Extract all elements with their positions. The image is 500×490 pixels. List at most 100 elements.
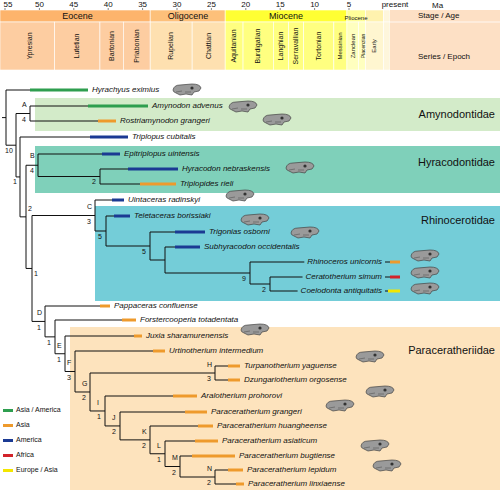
scale-heading: Stage / Age <box>418 11 459 21</box>
taxon-name: Turpanotherium yaguense <box>244 361 337 371</box>
legend-swatch <box>3 439 13 442</box>
scale-key-panel <box>390 10 500 70</box>
taxon-name: Paraceratherium linxiaense <box>248 479 345 489</box>
support-value: 2 <box>82 394 86 402</box>
age-number: 55 <box>4 0 13 10</box>
age-number: 35 <box>138 0 147 10</box>
branch <box>150 426 198 427</box>
taxon-name: Hyrachyus eximius <box>92 85 159 95</box>
range-bar <box>90 136 128 139</box>
range-bar <box>192 455 235 458</box>
range-bar <box>128 168 178 171</box>
branch <box>165 466 180 467</box>
branch <box>270 291 298 292</box>
branch <box>26 268 32 269</box>
age-number: present <box>382 0 409 10</box>
stage-cell <box>123 22 150 70</box>
support-value: 1 <box>157 456 161 464</box>
branch <box>150 232 151 260</box>
legend-text: Africa <box>16 450 34 460</box>
range-bar <box>112 199 124 202</box>
support-value: 2 <box>207 479 211 487</box>
taxon-name: Amynodon advenus <box>152 101 223 111</box>
support-value: 9 <box>242 275 246 283</box>
node-letter: K <box>142 428 147 436</box>
node-letter: I <box>97 399 99 407</box>
range-bar <box>30 89 88 92</box>
branch <box>165 247 166 273</box>
legend-swatch <box>3 454 13 457</box>
support-value: 1 <box>97 413 101 421</box>
branch <box>55 320 122 321</box>
support-value: 1 <box>37 324 41 332</box>
branch <box>150 426 151 454</box>
branch <box>150 232 175 233</box>
branch <box>385 291 388 292</box>
branch <box>6 145 16 146</box>
taxon-name: Trigonias osborni <box>209 227 270 237</box>
stage-cell <box>366 22 384 70</box>
branch <box>180 456 181 477</box>
legend-swatch <box>3 409 13 412</box>
age-number: 45 <box>69 0 78 10</box>
branch <box>105 396 173 397</box>
epoch-cell <box>150 10 225 22</box>
support-value: 1 <box>34 270 38 278</box>
stage-cell <box>0 22 55 70</box>
epoch-name: Miocene <box>269 11 303 21</box>
branch <box>65 371 75 372</box>
node-letter: L <box>157 442 161 450</box>
branch <box>65 336 66 371</box>
support-value: 4 <box>22 116 26 124</box>
branch <box>32 321 45 322</box>
branch <box>2 117 6 118</box>
stage-name: Early <box>369 39 379 53</box>
support-value: 10 <box>5 147 13 155</box>
stage-cell <box>334 22 347 70</box>
branch <box>150 453 165 454</box>
branch <box>215 366 228 367</box>
support-value: 3 <box>207 375 211 383</box>
node-letter: A <box>22 101 27 109</box>
branch <box>90 373 91 411</box>
range-bar <box>195 440 218 443</box>
support-value: 3 <box>67 374 71 382</box>
taxon-name: Aralotherium prohorovi <box>201 391 282 401</box>
stage-name: Ypresian <box>25 32 35 59</box>
stage-name: Bartonian <box>107 31 117 61</box>
branch <box>165 247 175 248</box>
node-letter: E <box>57 342 62 350</box>
support-value: 1 <box>57 356 61 364</box>
stage-cell <box>273 22 288 70</box>
taxon-name: Paraceratherium lepidum <box>247 465 336 475</box>
branch <box>90 373 215 374</box>
range-bar <box>236 483 244 486</box>
taxon-name: Rhinoceros unicornis <box>307 257 382 267</box>
range-bar <box>175 246 200 249</box>
branch <box>95 200 112 201</box>
branch <box>26 165 27 268</box>
epoch-cell <box>366 10 384 22</box>
legend-text: Asia <box>16 420 30 430</box>
branch <box>30 121 98 122</box>
line <box>390 22 500 23</box>
branch <box>105 425 120 426</box>
age-number: 20 <box>241 0 250 10</box>
branch <box>45 336 55 337</box>
branch <box>32 215 95 216</box>
taxon-name: Subhyracodon occidentalis <box>204 242 300 252</box>
branch <box>38 154 102 155</box>
branch <box>385 262 390 263</box>
branch <box>30 106 31 121</box>
node-letter: J <box>112 414 116 422</box>
node-letter: B <box>30 152 35 160</box>
range-bar <box>88 105 148 108</box>
branch <box>95 200 96 231</box>
branch <box>215 484 236 485</box>
branch <box>250 262 304 263</box>
branch <box>30 106 88 107</box>
branch <box>90 410 105 411</box>
support-value: 2 <box>172 469 176 477</box>
taxon-name: Rostriamynodon grangeri <box>120 116 210 126</box>
